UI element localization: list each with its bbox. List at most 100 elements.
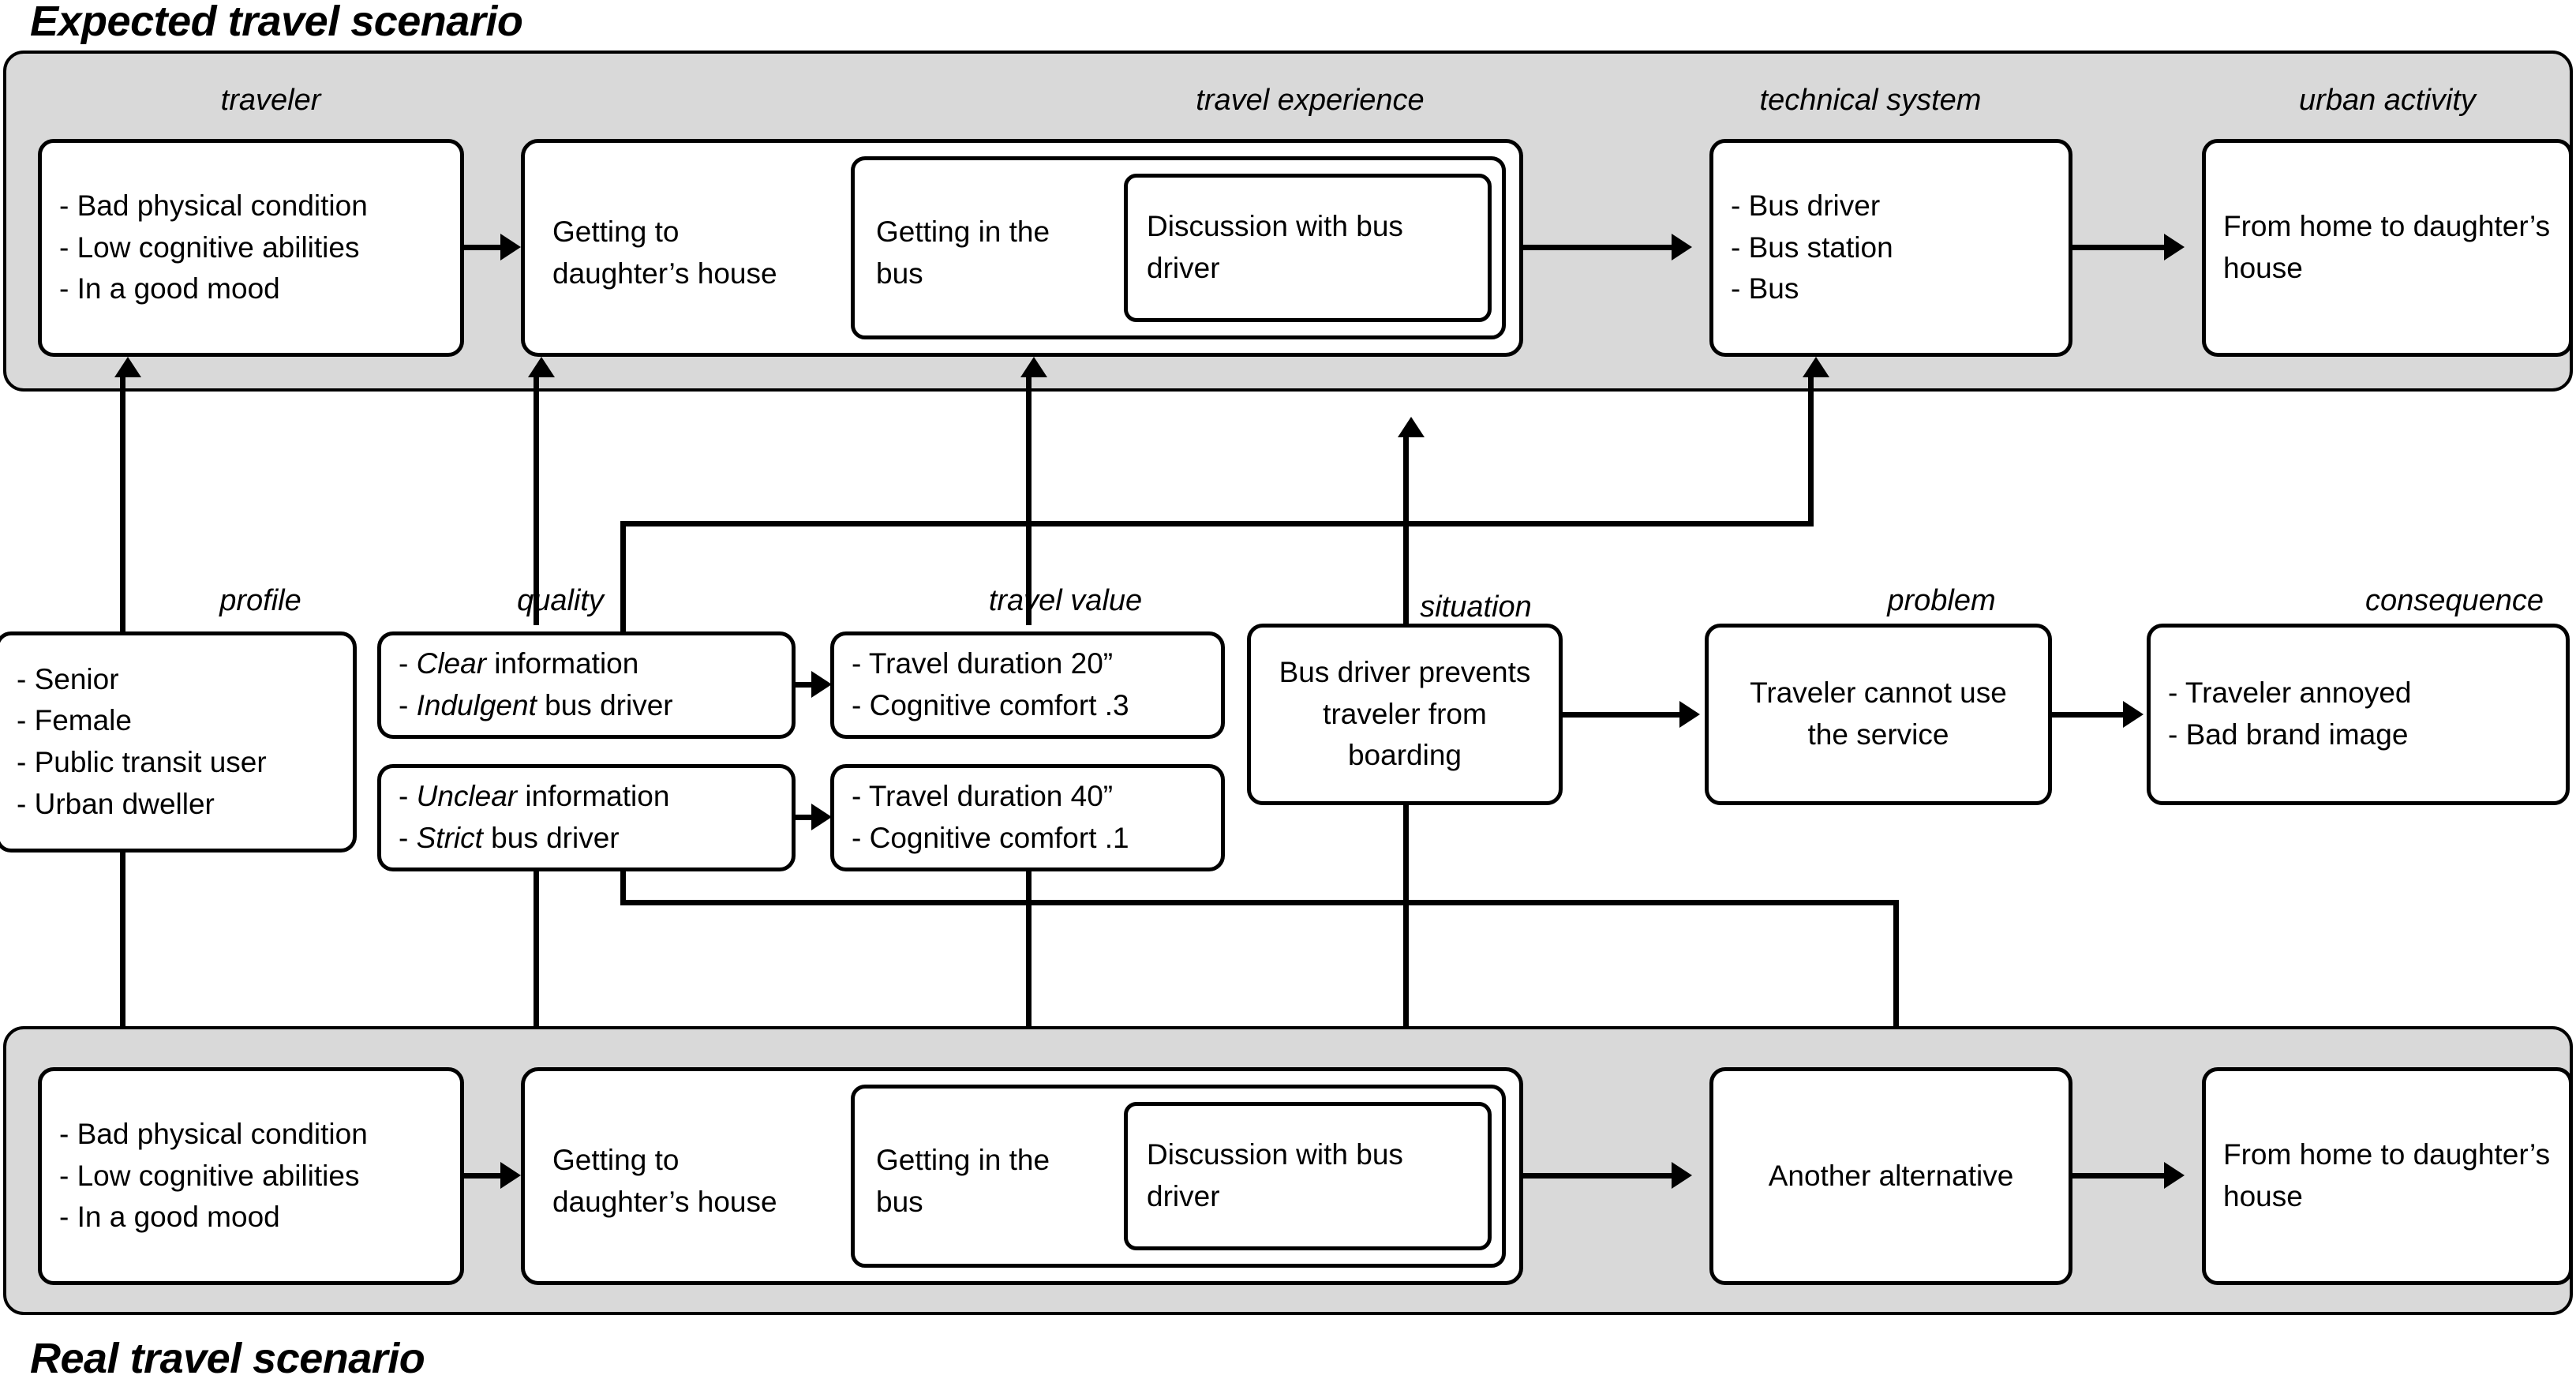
quality-good-line-2: - Indulgent bus driver <box>399 689 673 721</box>
arrow-traveler-to-experience-head <box>500 234 521 260</box>
connector-situation-up-line <box>1403 431 1409 625</box>
alternative-label: Another alternative <box>1768 1159 2014 1192</box>
connector-elbow-to-technical-v <box>1808 371 1814 524</box>
arrow-real-experience-to-alternative-head <box>1672 1162 1692 1189</box>
consequence-item: - Traveler annoyed <box>2168 676 2412 710</box>
expected-urban-activity-box[interactable]: From home to daughter’s house <box>2202 139 2573 357</box>
arrow-real-traveler-to-experience-head <box>500 1162 521 1189</box>
label-travel-value: travel value <box>988 584 1143 617</box>
arrow-real-experience-to-alternative-line <box>1523 1173 1673 1179</box>
traveler-item: - In a good mood <box>59 1201 280 1234</box>
technical-item: - Bus driver <box>1731 189 1881 223</box>
arrow-situation-to-problem-head <box>1679 701 1700 728</box>
arrow-experience-to-technical-line <box>1523 245 1673 250</box>
real-another-alternative-box[interactable]: Another alternative <box>1709 1067 2072 1285</box>
connector-quality-down-line <box>534 870 539 1058</box>
traveler-item: - In a good mood <box>59 272 280 305</box>
travel-value-bad-item: - Cognitive comfort .1 <box>852 822 1129 854</box>
situation-box[interactable]: Bus driver prevents traveler from boardi… <box>1247 624 1563 805</box>
expected-getting-in-bus-label: Getting in the bus <box>876 215 1050 290</box>
connector-quality-up-line <box>534 371 539 625</box>
label-travel-experience: travel experience <box>1196 84 1425 117</box>
expected-scenario-title: Expected travel scenario <box>30 0 523 45</box>
discussion-label: Discussion with bus driver <box>1147 1138 1403 1212</box>
profile-item: - Public transit user <box>17 746 267 778</box>
expected-discussion-box[interactable]: Discussion with bus driver <box>1124 174 1492 322</box>
connector-travelvalue-up-line <box>1026 371 1032 625</box>
connector-bad-elbow-v1 <box>620 871 626 903</box>
profile-box[interactable]: - Senior - Female - Public transit user … <box>0 631 357 853</box>
consequence-item: - Bad brand image <box>2168 718 2409 751</box>
arrow-quality-bad-to-value-line <box>796 815 814 820</box>
connector-situation-down-line <box>1403 804 1409 1034</box>
real-getting-in-bus-label: Getting in the bus <box>876 1144 1050 1218</box>
profile-item: - Senior <box>17 662 119 695</box>
label-situation: situation <box>1420 590 1532 624</box>
connector-elbow-to-technical-head <box>1803 357 1829 377</box>
connector-profile-up-head <box>114 357 141 377</box>
connector-profile-down-line <box>120 851 125 1056</box>
connector-bad-elbow-v2 <box>1893 900 1899 1056</box>
arrow-real-traveler-to-experience-line <box>464 1173 504 1179</box>
real-traveler-box[interactable]: - Bad physical condition - Low cognitive… <box>38 1067 464 1285</box>
profile-item: - Urban dweller <box>17 787 215 820</box>
problem-label: Traveler cannot use the service <box>1750 676 2007 751</box>
real-urban-activity-box[interactable]: From home to daughter’s house <box>2202 1067 2573 1285</box>
arrow-traveler-to-experience-line <box>464 245 504 250</box>
arrow-technical-to-urban-head <box>2164 234 2185 260</box>
arrow-real-alternative-to-urban-head <box>2164 1162 2185 1189</box>
arrow-experience-to-technical-head <box>1672 234 1692 260</box>
label-profile: profile <box>219 584 301 617</box>
real-discussion-box[interactable]: Discussion with bus driver <box>1124 1102 1492 1250</box>
discussion-label: Discussion with bus driver <box>1147 210 1403 284</box>
quality-good-box[interactable]: - Clear information - Indulgent bus driv… <box>377 631 796 739</box>
quality-bad-line-2: - Strict bus driver <box>399 822 620 854</box>
label-technical-system: technical system <box>1759 84 1982 117</box>
connector-quality-elbow-h <box>620 521 1814 526</box>
travel-value-good-item: - Travel duration 20” <box>852 647 1114 680</box>
arrow-situation-to-problem-line <box>1563 712 1683 718</box>
expected-technical-system-box[interactable]: - Bus driver - Bus station - Bus <box>1709 139 2072 357</box>
expected-traveler-box[interactable]: - Bad physical condition - Low cognitive… <box>38 139 464 357</box>
technical-item: - Bus station <box>1731 230 1893 264</box>
travel-value-bad-box[interactable]: - Travel duration 40” - Cognitive comfor… <box>830 764 1225 871</box>
traveler-item: - Bad physical condition <box>59 1118 368 1151</box>
label-quality: quality <box>517 584 604 617</box>
connector-travelvalue-down-line <box>1026 870 1032 1058</box>
consequence-box[interactable]: - Traveler annoyed - Bad brand image <box>2147 624 2570 805</box>
label-urban-activity: urban activity <box>2299 84 2476 117</box>
situation-label: Bus driver prevents traveler from boardi… <box>1279 656 1531 772</box>
quality-good-line-1: - Clear information <box>399 647 639 680</box>
technical-item: - Bus <box>1731 272 1799 305</box>
traveler-item: - Low cognitive abilities <box>59 230 360 264</box>
profile-item: - Female <box>17 704 132 737</box>
expected-getting-to-label: Getting to daughter’s house <box>552 215 777 290</box>
travel-value-good-item: - Cognitive comfort .3 <box>852 689 1129 721</box>
quality-bad-box[interactable]: - Unclear information - Strict bus drive… <box>377 764 796 871</box>
travel-value-good-box[interactable]: - Travel duration 20” - Cognitive comfor… <box>830 631 1225 739</box>
travel-value-bad-item: - Travel duration 40” <box>852 780 1114 813</box>
connector-situation-up-head <box>1398 417 1425 437</box>
connector-travelvalue-up-head <box>1020 357 1047 377</box>
urban-activity-label: From home to daughter’s house <box>2223 210 2551 284</box>
real-getting-to-label: Getting to daughter’s house <box>552 1144 777 1218</box>
label-traveler: traveler <box>220 84 321 117</box>
problem-box[interactable]: Traveler cannot use the service <box>1705 624 2052 805</box>
label-problem: problem <box>1887 584 1996 617</box>
arrow-quality-good-to-value-line <box>796 682 814 688</box>
connector-quality-up-head <box>528 357 555 377</box>
traveler-item: - Low cognitive abilities <box>59 1159 360 1192</box>
arrow-real-alternative-to-urban-line <box>2072 1173 2166 1179</box>
real-scenario-title: Real travel scenario <box>30 1335 425 1382</box>
connector-profile-up-line <box>120 371 125 635</box>
arrow-quality-good-to-value-head <box>811 671 832 698</box>
arrow-quality-bad-to-value-head <box>811 804 832 830</box>
urban-activity-label: From home to daughter’s house <box>2223 1138 2551 1212</box>
arrow-problem-to-consequence-line <box>2052 712 2126 718</box>
arrow-problem-to-consequence-head <box>2123 701 2144 728</box>
quality-bad-line-1: - Unclear information <box>399 780 670 813</box>
arrow-technical-to-urban-line <box>2072 245 2166 250</box>
label-consequence: consequence <box>2364 584 2544 617</box>
connector-quality-elbow-v <box>620 521 626 633</box>
